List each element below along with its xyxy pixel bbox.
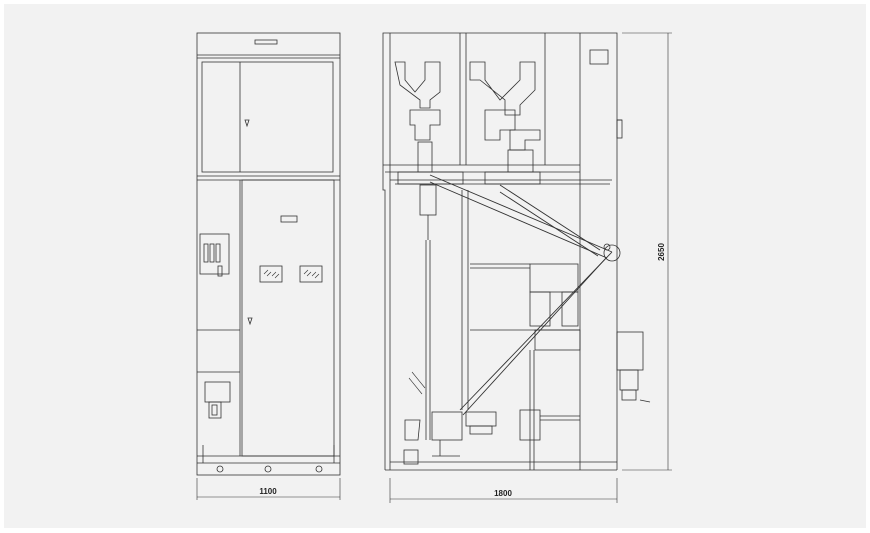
front-cabinet-outline: [196, 32, 341, 476]
ct-block: [529, 263, 579, 293]
drawing-panel: [4, 4, 866, 528]
base-hole-right: [315, 465, 323, 473]
dim-label-width: 1100: [259, 487, 277, 496]
front-view: [196, 32, 341, 500]
upper-spout-right: [507, 149, 534, 173]
link-rod-1: [429, 174, 613, 253]
upper-spout-left: [417, 141, 433, 173]
front-top-slot: [254, 39, 278, 45]
lower-contact: [519, 409, 541, 441]
door-handle-lower: [247, 317, 253, 326]
base-hole-center: [264, 465, 272, 473]
door-handle-upper: [244, 119, 250, 128]
breaker-compartment-door: [241, 179, 335, 457]
dim-label-depth: 1800: [494, 489, 512, 498]
side-view: [382, 32, 672, 503]
base-hole-left: [216, 465, 224, 473]
truck-top-right: [484, 171, 541, 185]
earthing-switch-mechanism: [204, 381, 231, 403]
viewing-window-left: [259, 265, 283, 283]
link-rod-2: [459, 251, 613, 411]
mechanism-box: [616, 331, 644, 371]
busbar-left: [394, 61, 441, 109]
lv-compartment-door: [201, 61, 334, 173]
pivot-joint: [603, 244, 621, 262]
side-top-window: [589, 49, 609, 65]
earth-switch-handle: [404, 419, 421, 441]
dim-label-height: 2650: [657, 243, 666, 261]
cable-clamp-block: [534, 329, 581, 351]
nameplate: [280, 215, 298, 223]
side-outline: [382, 32, 618, 470]
busbar-right: [469, 61, 536, 116]
control-panel-switch: [199, 233, 230, 275]
viewing-window-right: [299, 265, 323, 283]
